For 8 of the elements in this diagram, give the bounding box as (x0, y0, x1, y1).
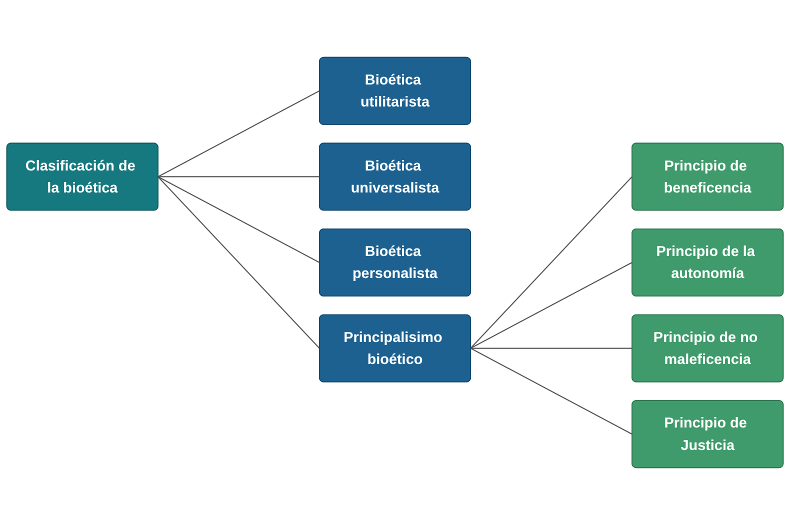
connector (158, 176, 320, 178)
connector (470, 262, 632, 349)
connector (158, 90, 320, 178)
connector (158, 176, 320, 263)
connector (158, 176, 320, 349)
connector (470, 176, 632, 349)
connector (470, 348, 632, 349)
connector (470, 348, 632, 435)
